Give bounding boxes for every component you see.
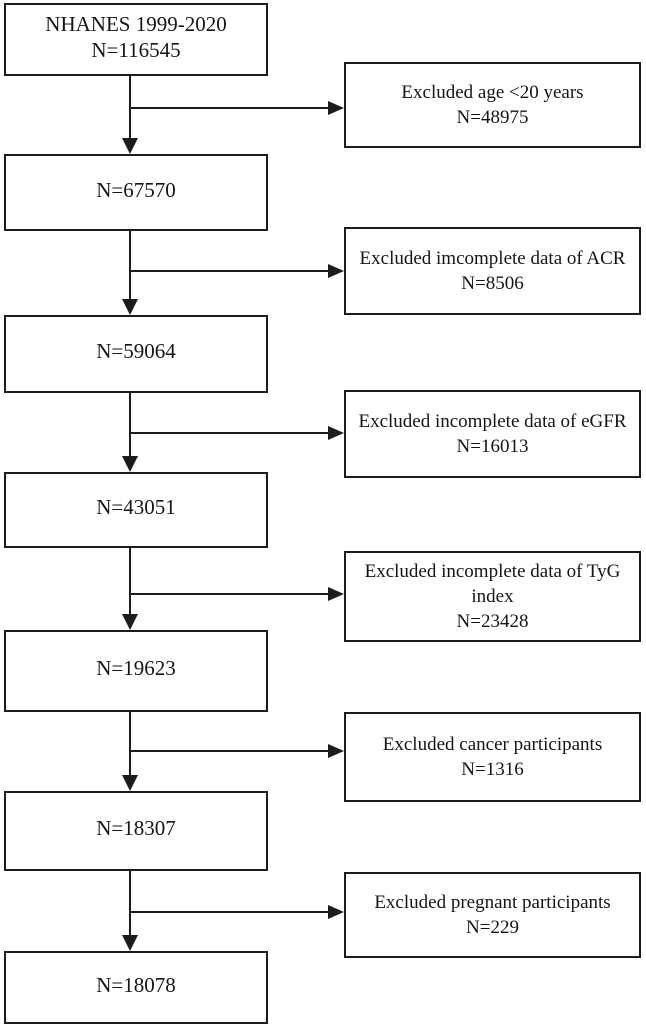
arrow-right-icon bbox=[328, 905, 344, 919]
node-count: N=67570 bbox=[96, 177, 176, 202]
connector-vertical-2 bbox=[129, 231, 131, 299]
node-label: Excluded incomplete data of eGFR bbox=[358, 411, 627, 432]
arrow-down-icon bbox=[122, 299, 138, 315]
node-excluded-egfr: Excluded incomplete data of eGFR N=16013 bbox=[344, 390, 641, 478]
node-count: N=229 bbox=[466, 917, 519, 938]
connector-vertical-3 bbox=[129, 393, 131, 456]
node-after-age-exclusion: N=67570 bbox=[4, 154, 268, 231]
node-count: N=18307 bbox=[96, 816, 176, 840]
arrow-down-icon bbox=[122, 456, 138, 472]
node-excluded-age: Excluded age <20 years N=48975 bbox=[344, 62, 641, 148]
node-count: N=23428 bbox=[456, 611, 529, 632]
arrow-down-icon bbox=[122, 614, 138, 630]
node-label-2: index bbox=[471, 586, 514, 607]
node-after-egfr-exclusion: N=43051 bbox=[4, 472, 268, 548]
node-label: Excluded pregnant participants bbox=[374, 892, 611, 913]
arrow-right-icon bbox=[328, 426, 344, 440]
node-label: Excluded cancer participants bbox=[382, 734, 603, 755]
node-label: Excluded incomplete data of TyG bbox=[364, 561, 621, 582]
arrow-right-icon bbox=[328, 264, 344, 278]
node-count: N=1316 bbox=[461, 759, 524, 780]
connector-branch-5 bbox=[130, 750, 328, 752]
node-excluded-acr: Excluded imcomplete data of ACR N=8506 bbox=[344, 227, 641, 315]
node-count: N=43051 bbox=[96, 495, 176, 519]
node-count: N=59064 bbox=[96, 339, 176, 363]
connector-branch-1 bbox=[130, 107, 328, 109]
connector-branch-6 bbox=[130, 911, 328, 913]
node-after-cancer-exclusion: N=18307 bbox=[4, 791, 268, 871]
node-final-sample: N=18078 bbox=[4, 951, 268, 1024]
node-count: N=8506 bbox=[461, 273, 524, 294]
node-title: NHANES 1999-2020 bbox=[45, 11, 227, 36]
node-count: N=116545 bbox=[91, 37, 181, 62]
node-label: Excluded imcomplete data of ACR bbox=[359, 248, 626, 269]
node-excluded-tyg: Excluded incomplete data of TyG index N=… bbox=[344, 551, 641, 642]
arrow-right-icon bbox=[328, 101, 344, 115]
connector-branch-3 bbox=[130, 432, 328, 434]
node-count: N=48975 bbox=[456, 107, 529, 128]
arrow-down-icon bbox=[122, 775, 138, 791]
node-excluded-pregnant: Excluded pregnant participants N=229 bbox=[344, 872, 641, 958]
connector-vertical-6 bbox=[129, 871, 131, 935]
arrow-down-icon bbox=[122, 138, 138, 154]
connector-branch-2 bbox=[130, 270, 328, 272]
node-after-acr-exclusion: N=59064 bbox=[4, 315, 268, 393]
arrow-down-icon bbox=[122, 935, 138, 951]
node-nhanes-total: NHANES 1999-2020 N=116545 bbox=[4, 3, 268, 76]
node-count: N=18078 bbox=[96, 972, 176, 997]
node-after-tyg-exclusion: N=19623 bbox=[4, 630, 268, 712]
connector-branch-4 bbox=[130, 593, 328, 595]
connector-vertical-4 bbox=[129, 548, 131, 614]
node-label: Excluded age <20 years bbox=[401, 82, 584, 103]
arrow-right-icon bbox=[328, 587, 344, 601]
node-count: N=19623 bbox=[96, 656, 176, 680]
node-excluded-cancer: Excluded cancer participants N=1316 bbox=[344, 712, 641, 802]
node-count: N=16013 bbox=[456, 436, 529, 457]
connector-vertical-5 bbox=[129, 712, 131, 775]
arrow-right-icon bbox=[328, 744, 344, 758]
